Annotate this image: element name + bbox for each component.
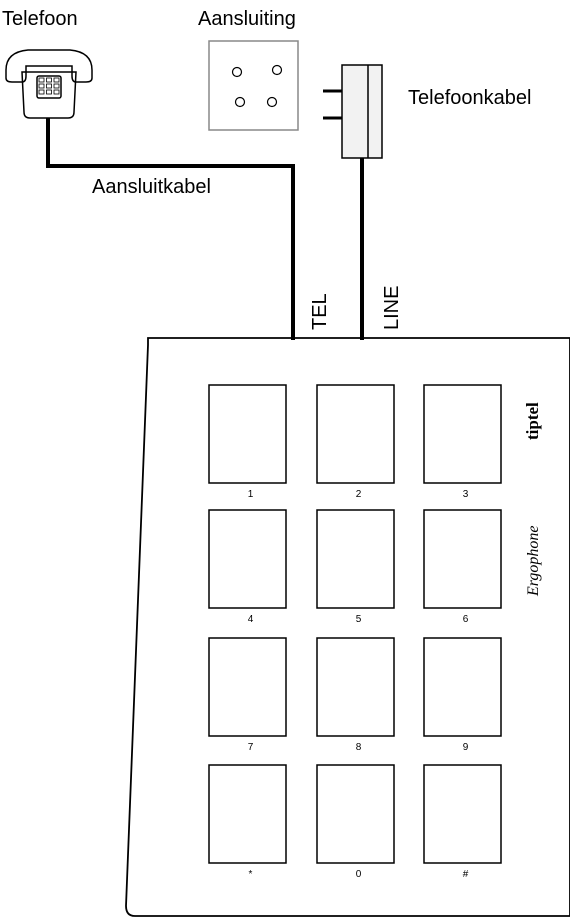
brand-secondary-logo: Ergophone <box>525 525 542 597</box>
keypad-key[interactable]: 0 <box>316 764 395 880</box>
keypad-key-label: 5 <box>356 614 362 625</box>
keypad-key-face[interactable] <box>316 509 395 609</box>
keypad-key[interactable]: 5 <box>316 509 395 625</box>
keypad-key-face[interactable] <box>423 509 502 609</box>
keypad-key-face[interactable] <box>316 384 395 484</box>
keypad-key-label: 1 <box>248 489 254 500</box>
tel-port-label: TEL <box>309 293 331 330</box>
line-port-label: LINE <box>381 286 403 330</box>
keypad-key[interactable]: 8 <box>316 637 395 753</box>
keypad-key-face[interactable] <box>208 764 287 864</box>
keypad-key-label: 8 <box>356 742 362 753</box>
phone-plug-icon <box>323 64 383 159</box>
keypad-key-label: 4 <box>248 614 254 625</box>
keypad-key-label: 2 <box>356 489 362 500</box>
keypad-key-face[interactable] <box>316 764 395 864</box>
keypad-key-face[interactable] <box>423 637 502 737</box>
telephone-label: Telefoon <box>2 8 78 30</box>
device-body <box>125 337 570 917</box>
keypad-key[interactable]: 1 <box>208 384 287 500</box>
keypad-key-face[interactable] <box>316 637 395 737</box>
keypad: 1 2 3 4 5 6 7 8 9 * 0 # <box>208 384 502 880</box>
keypad-key-label: * <box>249 869 253 880</box>
keypad-key-face[interactable] <box>423 384 502 484</box>
brand-logo: tiptel <box>523 402 542 440</box>
keypad-key-face[interactable] <box>208 509 287 609</box>
wall-socket-icon <box>208 40 299 131</box>
wall-socket-label: Aansluiting <box>198 8 296 30</box>
keypad-key-label: 3 <box>463 489 469 500</box>
keypad-key-face[interactable] <box>208 384 287 484</box>
keypad-key[interactable]: # <box>423 764 502 880</box>
keypad-key-label: 6 <box>463 614 469 625</box>
connection-cable <box>46 118 295 340</box>
keypad-key[interactable]: * <box>208 764 287 880</box>
keypad-key-label: 7 <box>248 742 254 753</box>
connection-cable-label: Aansluitkabel <box>92 176 211 198</box>
keypad-key-label: # <box>463 869 469 880</box>
keypad-key[interactable]: 4 <box>208 509 287 625</box>
phone-cable-label: Telefoonkabel <box>408 87 531 109</box>
keypad-key-face[interactable] <box>208 637 287 737</box>
keypad-key-label: 0 <box>356 869 362 880</box>
keypad-key[interactable]: 2 <box>316 384 395 500</box>
keypad-key-label: 9 <box>463 742 469 753</box>
telephone-icon <box>5 49 93 119</box>
keypad-key[interactable]: 6 <box>423 509 502 625</box>
keypad-key[interactable]: 9 <box>423 637 502 753</box>
keypad-key[interactable]: 7 <box>208 637 287 753</box>
keypad-key[interactable]: 3 <box>423 384 502 500</box>
keypad-key-face[interactable] <box>423 764 502 864</box>
